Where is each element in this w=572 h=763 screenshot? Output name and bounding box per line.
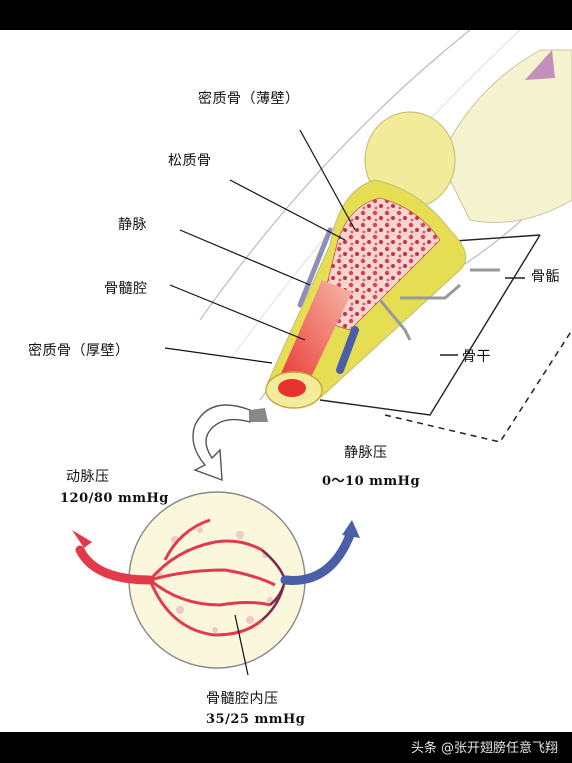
label-spongy-bone: 松质骨 xyxy=(168,153,212,169)
watermark: 头条 @张开翅膀任意飞翔 xyxy=(410,741,558,756)
top-black-bar xyxy=(0,0,572,30)
bottom-black-bar xyxy=(0,732,572,763)
label-compact-bone-thick: 密质骨（厚壁） xyxy=(28,343,130,359)
bone-illustration xyxy=(72,29,572,676)
label-intramedullary-pressure-title: 骨髓腔内压 xyxy=(206,691,279,707)
label-epiphysis: 骨骺 xyxy=(531,269,560,285)
label-compact-bone-thin: 密质骨（薄壁） xyxy=(198,91,300,107)
bone-diagram: 密质骨（薄壁） 松质骨 静脉 骨髓腔 密质骨（厚壁） 骨骺 骨干 静脉压 0～1… xyxy=(0,29,572,732)
label-intramedullary-pressure-value: 35/25 mmHg xyxy=(206,712,306,727)
label-diaphysis: 骨干 xyxy=(462,349,491,365)
label-venous-pressure-value: 0～10 mmHg xyxy=(322,474,421,489)
label-arterial-pressure-title: 动脉压 xyxy=(66,469,110,485)
label-vein: 静脉 xyxy=(118,217,147,233)
label-marrow-cavity: 骨髓腔 xyxy=(104,281,148,297)
label-venous-pressure-title: 静脉压 xyxy=(344,445,388,461)
label-arterial-pressure-value: 120/80 mmHg xyxy=(60,491,169,506)
